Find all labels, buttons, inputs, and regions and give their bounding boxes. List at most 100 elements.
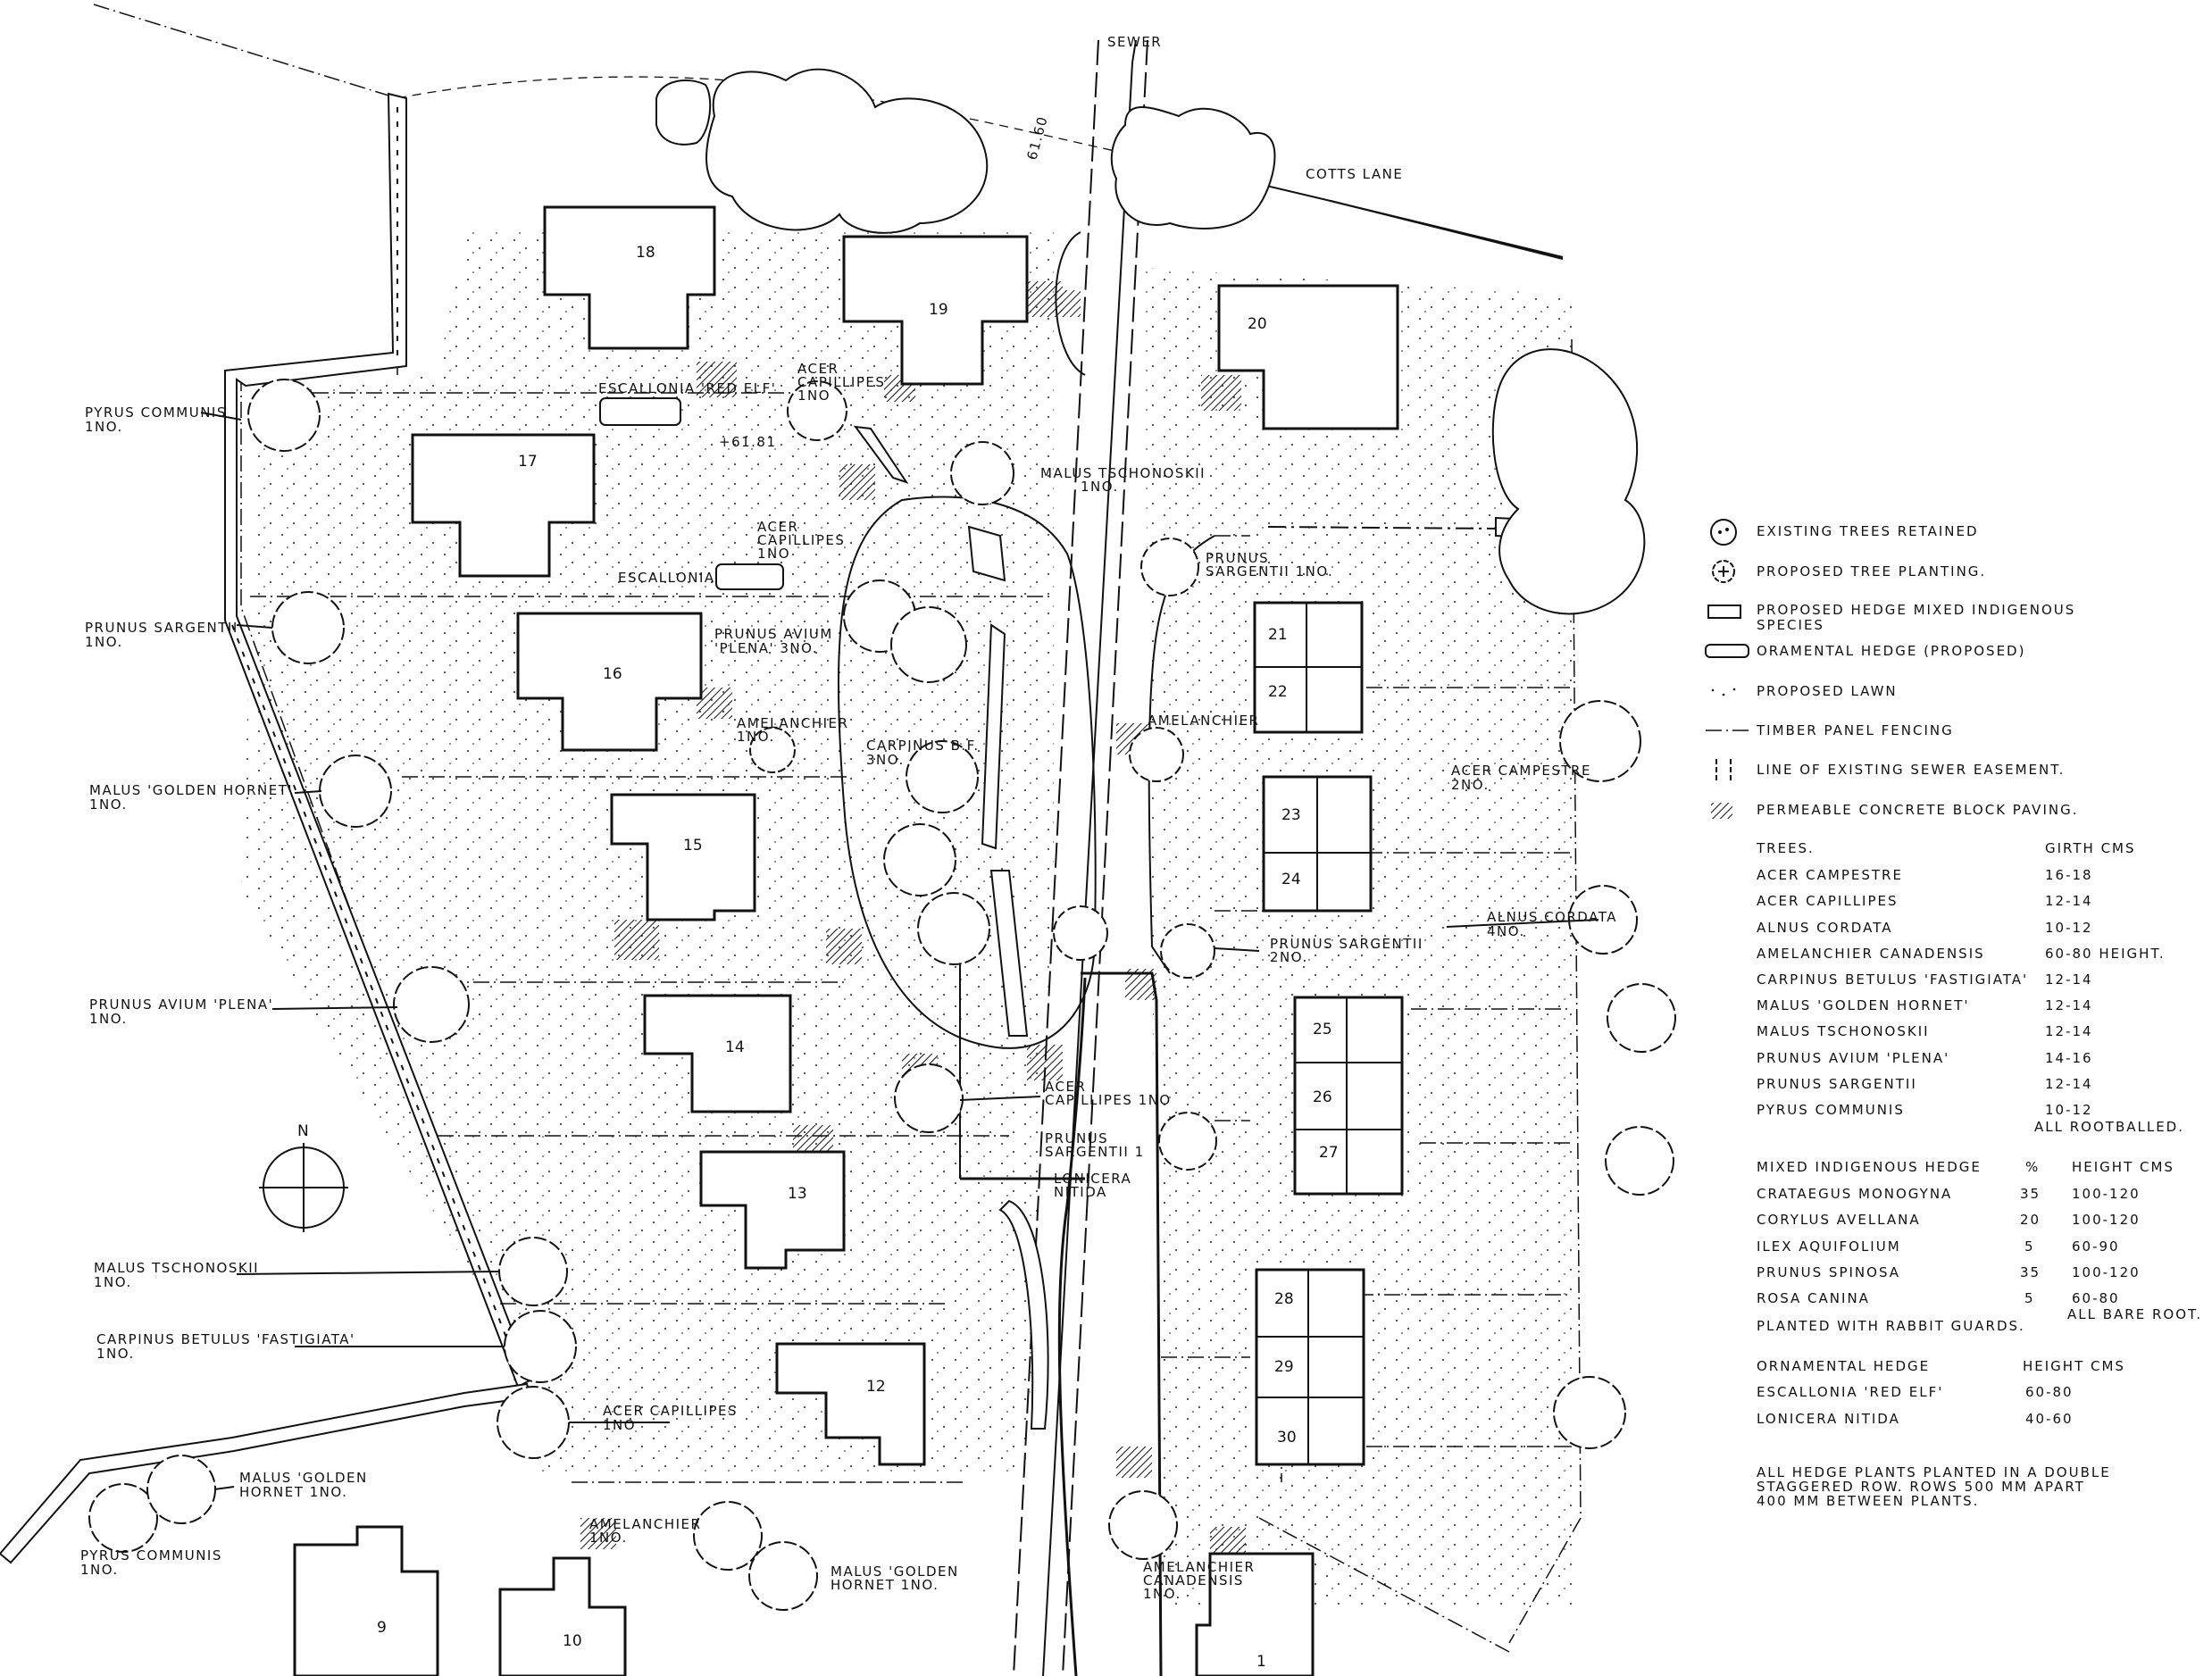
north-label: N <box>297 1122 309 1140</box>
plant-label: MALUS 'GOLDEN HORNET'1NO. <box>89 782 293 813</box>
plot-number: 27 <box>1319 1144 1339 1162</box>
leader-lines <box>200 412 1599 1490</box>
plot-number: 15 <box>683 837 703 855</box>
schedule-note: STAGGERED ROW. ROWS 500 MM APART <box>1757 1479 2085 1495</box>
mixed-hedge-icon <box>1707 605 1741 619</box>
schedule-note: ALL BARE ROOT. <box>2067 1306 2202 1322</box>
sewer-label: SEWER <box>1107 34 1162 50</box>
schedule-value: 12-14 <box>2045 893 2093 909</box>
existing-tree-icon <box>1710 519 1737 546</box>
plot-number: 25 <box>1313 1021 1332 1038</box>
level-label: 61.60 <box>1023 114 1050 162</box>
legend-label: ORAMENTAL HEDGE (PROPOSED) <box>1757 643 2025 659</box>
schedule-row: PYRUS COMMUNIS <box>1757 1102 1905 1118</box>
schedule-pct: 5 <box>2024 1290 2035 1306</box>
schedule-row: ILEX AQUIFOLIUM <box>1757 1238 1901 1255</box>
schedule-value: 12-14 <box>2045 971 2093 988</box>
ornamental-hedges <box>599 397 1049 1430</box>
plant-label: CARPINUS B.F.3NO. <box>866 738 980 768</box>
plot-number: 13 <box>788 1185 807 1203</box>
schedule-value: 10-12 <box>2045 1102 2093 1118</box>
plot-number: 19 <box>929 301 948 319</box>
schedule-value: 60-80 HEIGHT. <box>2045 946 2166 962</box>
schedule-pct: 20 <box>2020 1212 2041 1228</box>
plot-number: 21 <box>1268 626 1288 644</box>
schedule-value: 60-90 <box>2072 1238 2120 1255</box>
legend-label: EXISTING TREES RETAINED <box>1757 523 1979 539</box>
level-label: +61.81 <box>719 434 777 450</box>
sewer-easement <box>1013 39 1148 1676</box>
legend: EXISTING TREES RETAINED PROPOSED TREE PL… <box>1705 519 2078 819</box>
schedule-value: 12-14 <box>2045 1076 2093 1092</box>
plot-number: 26 <box>1313 1088 1332 1106</box>
legend-label: PROPOSED HEDGE MIXED INDIGENOUS <box>1757 602 2075 618</box>
schedule-row: ACER CAPILLIPES <box>1757 893 1899 909</box>
schedule-header: ORNAMENTAL HEDGE <box>1757 1358 1930 1374</box>
schedule-header: GIRTH CMS <box>2045 840 2136 856</box>
legend-label: PERMEABLE CONCRETE BLOCK PAVING. <box>1757 802 2078 818</box>
schedule-value: 14-16 <box>2045 1050 2093 1066</box>
schedule-note: ALL ROOTBALLED. <box>2034 1119 2184 1135</box>
schedule-row: ACER CAMPESTRE <box>1757 867 1903 883</box>
plot-number: 24 <box>1281 871 1301 888</box>
schedule-footer: PLANTED WITH RABBIT GUARDS. <box>1757 1318 2025 1334</box>
schedule-header: TREES. <box>1756 840 1815 856</box>
road-label: COTTS LANE <box>1306 166 1403 182</box>
schedule-note: ALL HEDGE PLANTS PLANTED IN A DOUBLE <box>1757 1464 2111 1480</box>
schedule-row: MALUS 'GOLDEN HORNET' <box>1757 997 1970 1013</box>
schedule-row: ESCALLONIA 'RED ELF' <box>1757 1384 1943 1400</box>
schedule-header: MIXED INDIGENOUS HEDGE <box>1757 1159 1982 1175</box>
plot-number: 28 <box>1274 1290 1294 1308</box>
schedule-row: PRUNUS AVIUM 'PLENA' <box>1757 1050 1949 1066</box>
plot-number: 9 <box>377 1619 387 1637</box>
legend-label: PROPOSED LAWN <box>1757 683 1898 699</box>
plant-label: ESCALLONIA 'RED ELF' <box>598 380 776 396</box>
plot-number: 23 <box>1281 806 1301 824</box>
schedule-value: 60-80 <box>2072 1290 2120 1306</box>
plot-number: 14 <box>725 1038 745 1056</box>
legend-label: PROPOSED TREE PLANTING. <box>1757 563 1986 580</box>
north-arrow: N <box>259 1122 348 1232</box>
schedule-row: AMELANCHIER CANADENSIS <box>1757 946 1985 962</box>
plant-label: PRUNUS AVIUM'PLENA' 3NO. <box>714 626 833 656</box>
plot-number: 10 <box>563 1632 582 1650</box>
schedule-row: CRATAEGUS MONOGYNA <box>1757 1186 1952 1202</box>
plant-label: AMELANCHIER <box>1148 713 1259 729</box>
legend-label: SPECIES <box>1757 617 1824 633</box>
plot-number: 18 <box>636 244 655 262</box>
schedule-value: 100-120 <box>2072 1212 2141 1228</box>
planting-schedule: TREES. GIRTH CMS ACER CAMPESTRE 16-18 AC… <box>1756 840 2202 1509</box>
schedule-pct: 5 <box>2024 1238 2035 1255</box>
schedule-value: 16-18 <box>2045 867 2093 883</box>
schedule-value: 40-60 <box>2025 1411 2074 1427</box>
plot-numbers: 18 19 20 17 16 15 14 13 12 21 22 23 24 2… <box>377 244 1339 1671</box>
schedule-note: 400 MM BETWEEN PLANTS. <box>1757 1493 1979 1509</box>
schedule-value: 12-14 <box>2045 1023 2093 1039</box>
schedule-row: CORYLUS AVELLANA <box>1757 1212 1921 1228</box>
paving-icon <box>1711 803 1732 819</box>
schedule-value: 12-14 <box>2045 997 2093 1013</box>
schedule-pct: 35 <box>2020 1186 2041 1202</box>
schedule-row: LONICERA NITIDA <box>1757 1411 1900 1427</box>
schedule-value: 60-80 <box>2025 1384 2074 1400</box>
plot-number: 30 <box>1277 1429 1297 1447</box>
plant-label: CARPINUS BETULUS 'FASTIGIATA'1NO. <box>96 1331 355 1362</box>
plot-number: 12 <box>866 1378 886 1396</box>
legend-label: TIMBER PANEL FENCING <box>1756 722 1954 738</box>
buildings <box>293 205 1404 1676</box>
proposed-trees <box>88 379 1676 1611</box>
schedule-header: % <box>2025 1159 2040 1175</box>
